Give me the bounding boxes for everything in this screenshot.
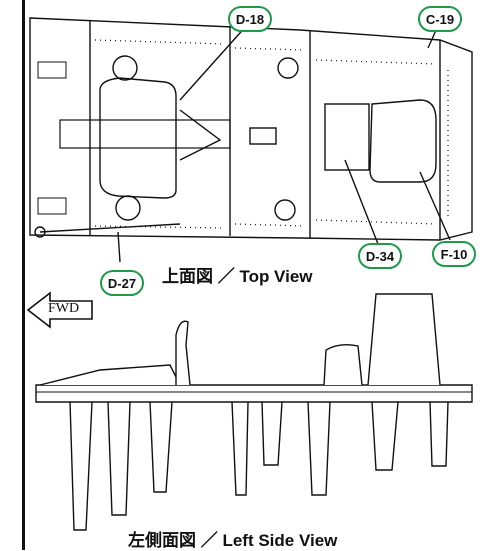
callout-f-10: F-10: [432, 241, 476, 267]
vent-lower-left: [37, 197, 67, 215]
side-view-hull: [35, 384, 473, 403]
d27-rail: [39, 223, 181, 233]
side-tall-block: [367, 293, 441, 386]
side-view-supports: [69, 401, 449, 531]
crane-beam: [59, 119, 231, 149]
top-view-deck-outline: [29, 17, 473, 241]
side-crane-arm: [39, 364, 181, 386]
crane-mechanism: [99, 77, 177, 199]
hatch-round-3: [274, 199, 296, 221]
d34-locker: [324, 103, 370, 171]
leader-d27: [117, 231, 121, 263]
vent-upper-left: [37, 61, 67, 79]
side-crane-post: [175, 320, 191, 386]
hatch-round-4: [277, 57, 299, 79]
top-view-caption: 上面図 ／ Top View: [162, 267, 313, 286]
side-view-caption: 左側面図 ／ Left Side View: [128, 531, 338, 550]
f10-hatch: [369, 99, 437, 183]
crane-arm: [179, 109, 222, 161]
hatch-round-2: [115, 195, 141, 221]
callout-c-19: C-19: [418, 6, 462, 32]
leader-d34: [344, 159, 379, 245]
side-hatch: [323, 343, 363, 386]
slot-center: [249, 127, 277, 145]
fwd-arrow-icon: [26, 291, 93, 329]
rail-pulley: [34, 226, 46, 238]
frame-divider-line: [22, 0, 25, 550]
leader-f10: [419, 171, 451, 241]
fwd-label: FWD: [48, 301, 80, 316]
leader-d18: [179, 23, 249, 101]
callout-d-27: D-27: [100, 270, 144, 296]
callout-d-34: D-34: [358, 243, 402, 269]
hatch-round-1: [112, 55, 138, 81]
callout-d-18: D-18: [228, 6, 272, 32]
